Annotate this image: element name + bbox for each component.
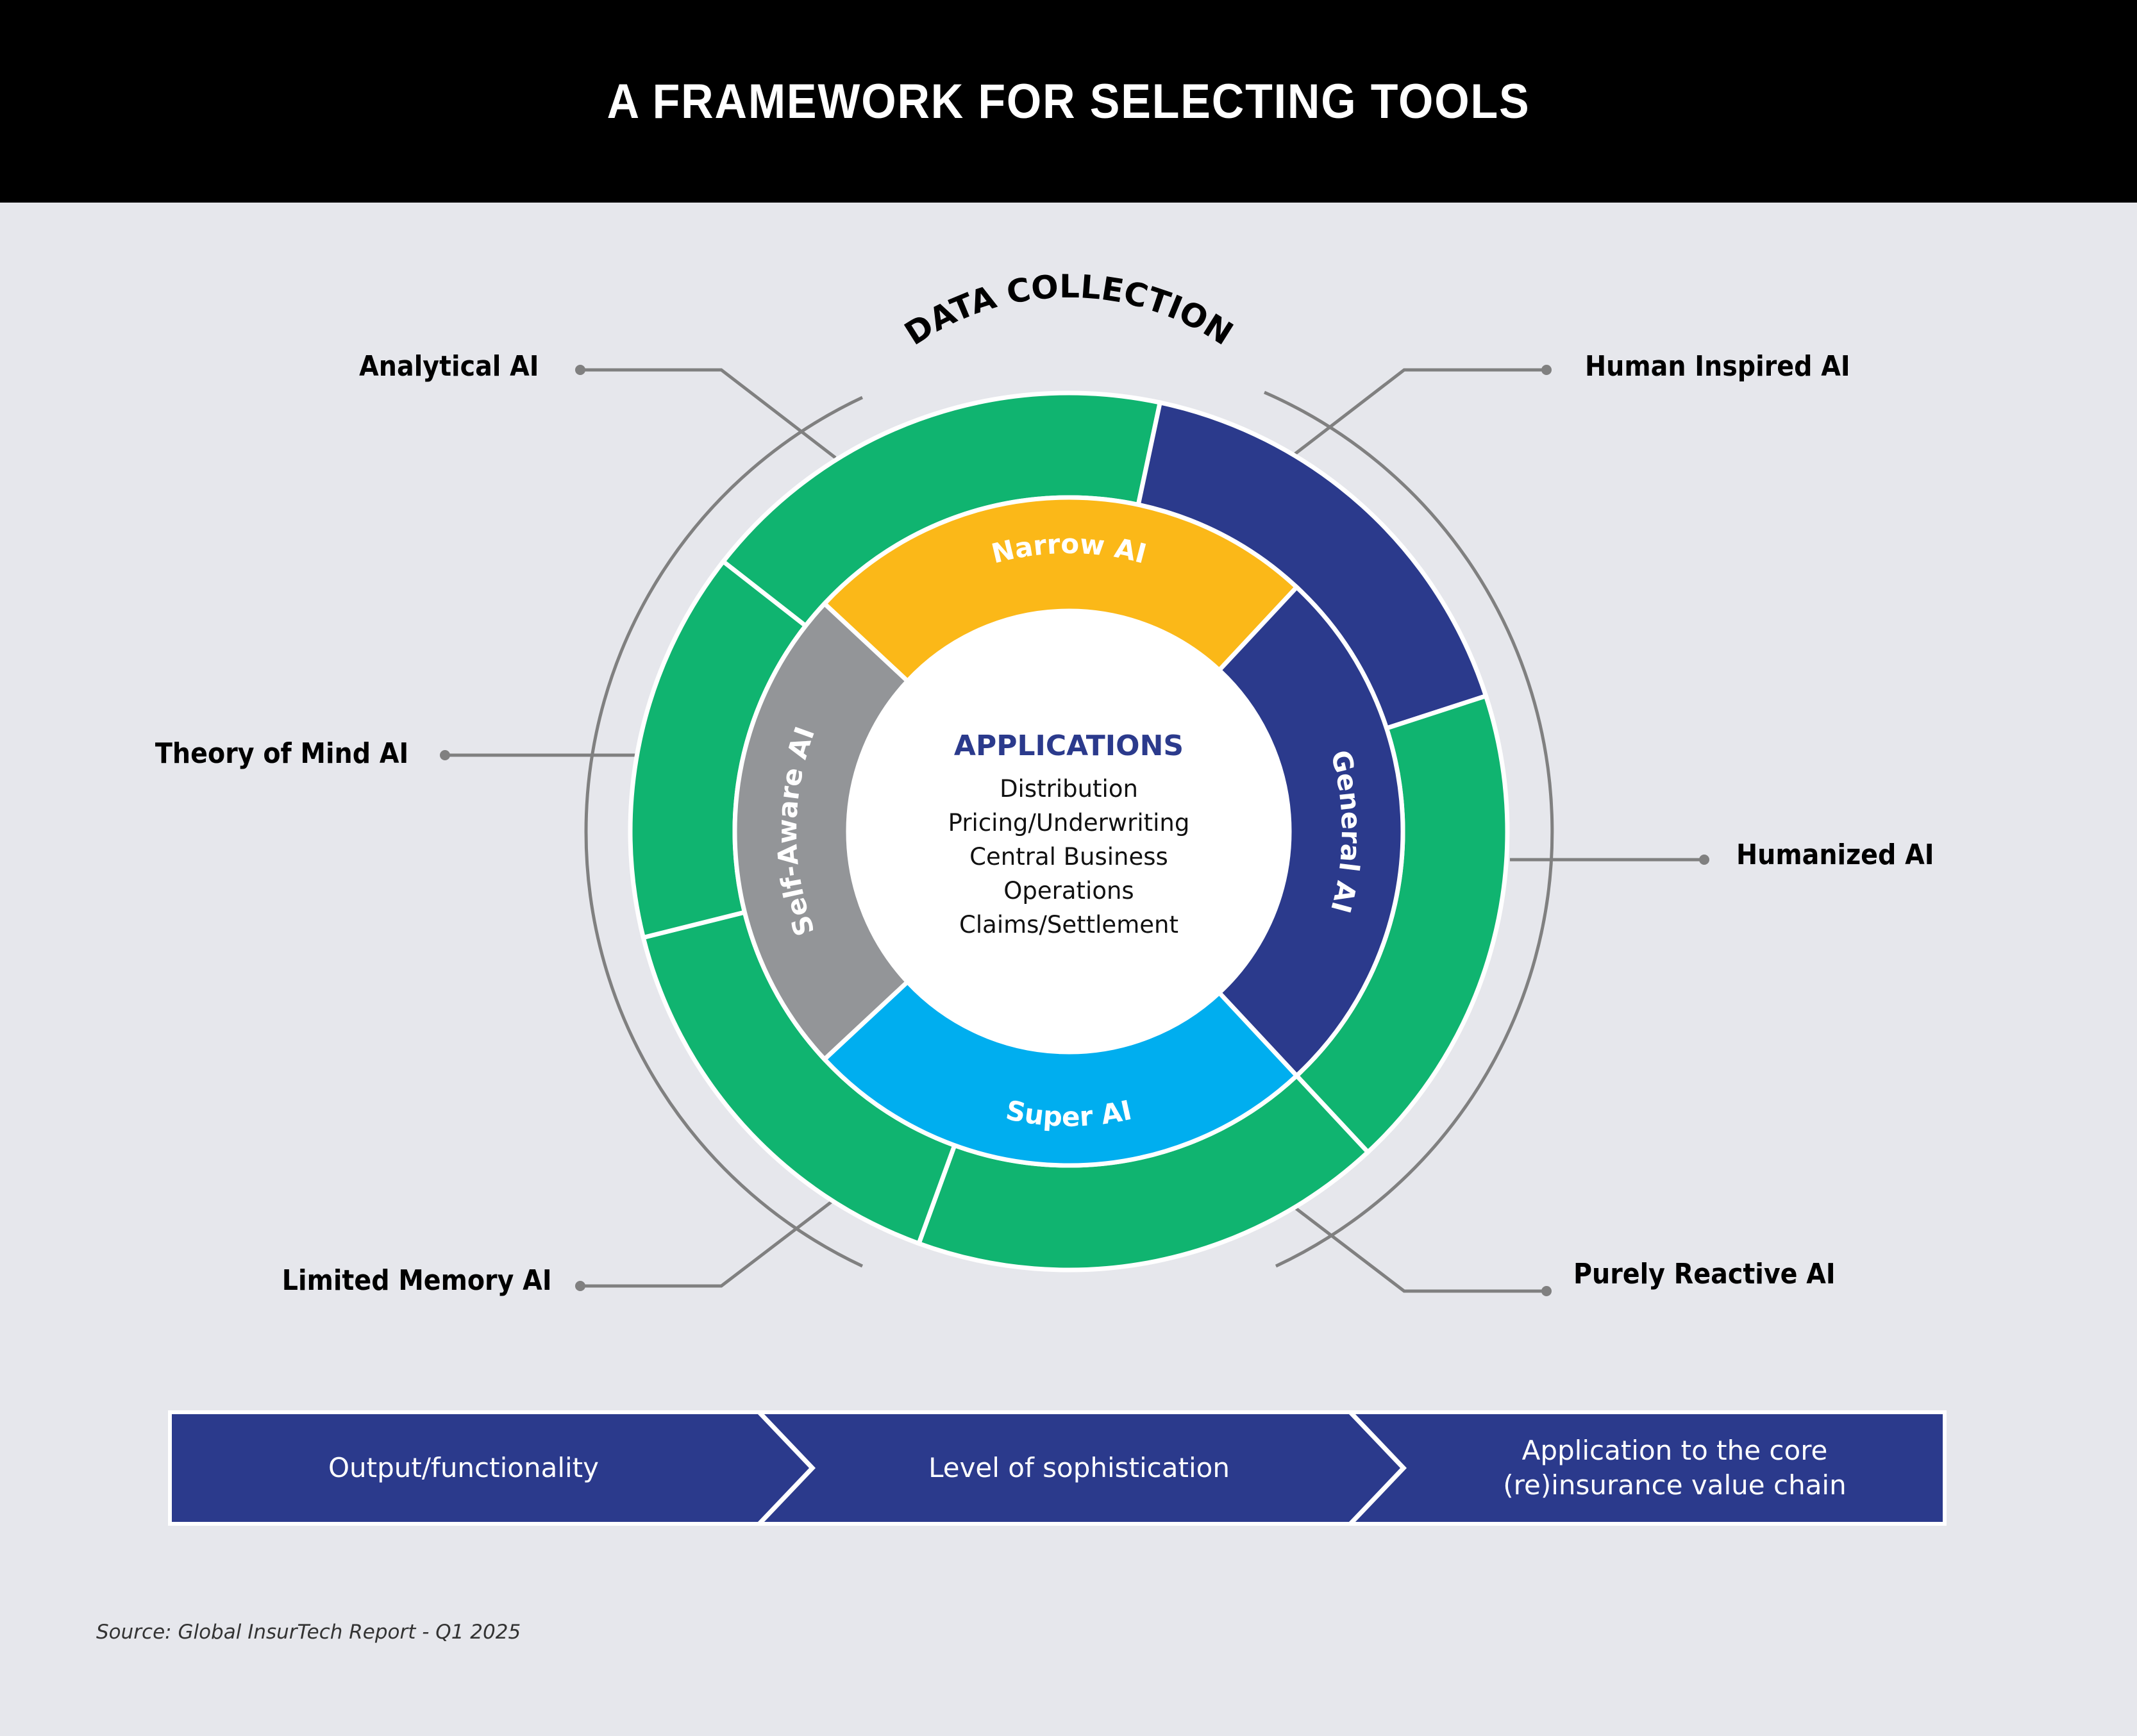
dot-purely-reactive (1541, 1286, 1552, 1296)
leader-lines (445, 368, 1704, 1293)
application-item: Distribution (1000, 775, 1138, 803)
application-item: Central Business (969, 843, 1168, 871)
chevron-step-3 (1355, 1414, 1943, 1522)
outer-arc-left (584, 396, 864, 1268)
callout-humanized-ai: Humanized AI (1736, 839, 1934, 871)
application-item: Operations (1003, 877, 1134, 905)
application-item: Pricing/Underwriting (948, 809, 1190, 837)
callout-analytical-ai: Analytical AI (359, 350, 539, 383)
center-disc (848, 611, 1289, 1052)
dot-analytical (575, 365, 585, 375)
data-collection-label: DATA COLLECTION (898, 268, 1239, 353)
dot-human-inspired (1541, 365, 1552, 375)
step-application-value-chain: Application to the core (re)insurance va… (1503, 1435, 1847, 1501)
callout-theory-of-mind-ai: Theory of Mind AI (155, 737, 408, 770)
chevron-step-2 (764, 1414, 1400, 1522)
leader-limited-memory (580, 1198, 837, 1288)
leader-human-inspired (1289, 368, 1546, 459)
inner-ring (732, 495, 1405, 1168)
source-note: Source: Global InsurTech Report - Q1 202… (96, 1621, 521, 1644)
chevron-step-1 (172, 1414, 809, 1522)
dot-theory-of-mind (440, 750, 450, 760)
leader-purely-reactive (1289, 1203, 1546, 1293)
dot-humanized (1699, 855, 1709, 865)
step-level-of-sophistication: Level of sophistication (928, 1452, 1230, 1483)
applications-title: APPLICATIONS (954, 730, 1184, 762)
step-output-functionality: Output/functionality (328, 1452, 599, 1483)
dot-limited-memory (575, 1281, 585, 1291)
callout-purely-reactive-ai: Purely Reactive AI (1573, 1258, 1836, 1290)
process-banner: Output/functionality Level of sophistica… (168, 1410, 1947, 1526)
leader-dots (440, 365, 1709, 1296)
callout-human-inspired-ai: Human Inspired AI (1585, 350, 1850, 383)
callout-limited-memory-ai: Limited Memory AI (282, 1264, 552, 1297)
outer-arc-right (1263, 390, 1554, 1268)
header-bar: A FRAMEWORK FOR SELECTING TOOLS (0, 0, 2137, 203)
leader-analytical (580, 368, 837, 459)
outer-ring (628, 390, 1510, 1273)
page-title: A FRAMEWORK FOR SELECTING TOOLS (607, 74, 1530, 129)
application-item: Claims/Settlement (959, 911, 1178, 939)
chevron-shapes (172, 1414, 1943, 1522)
